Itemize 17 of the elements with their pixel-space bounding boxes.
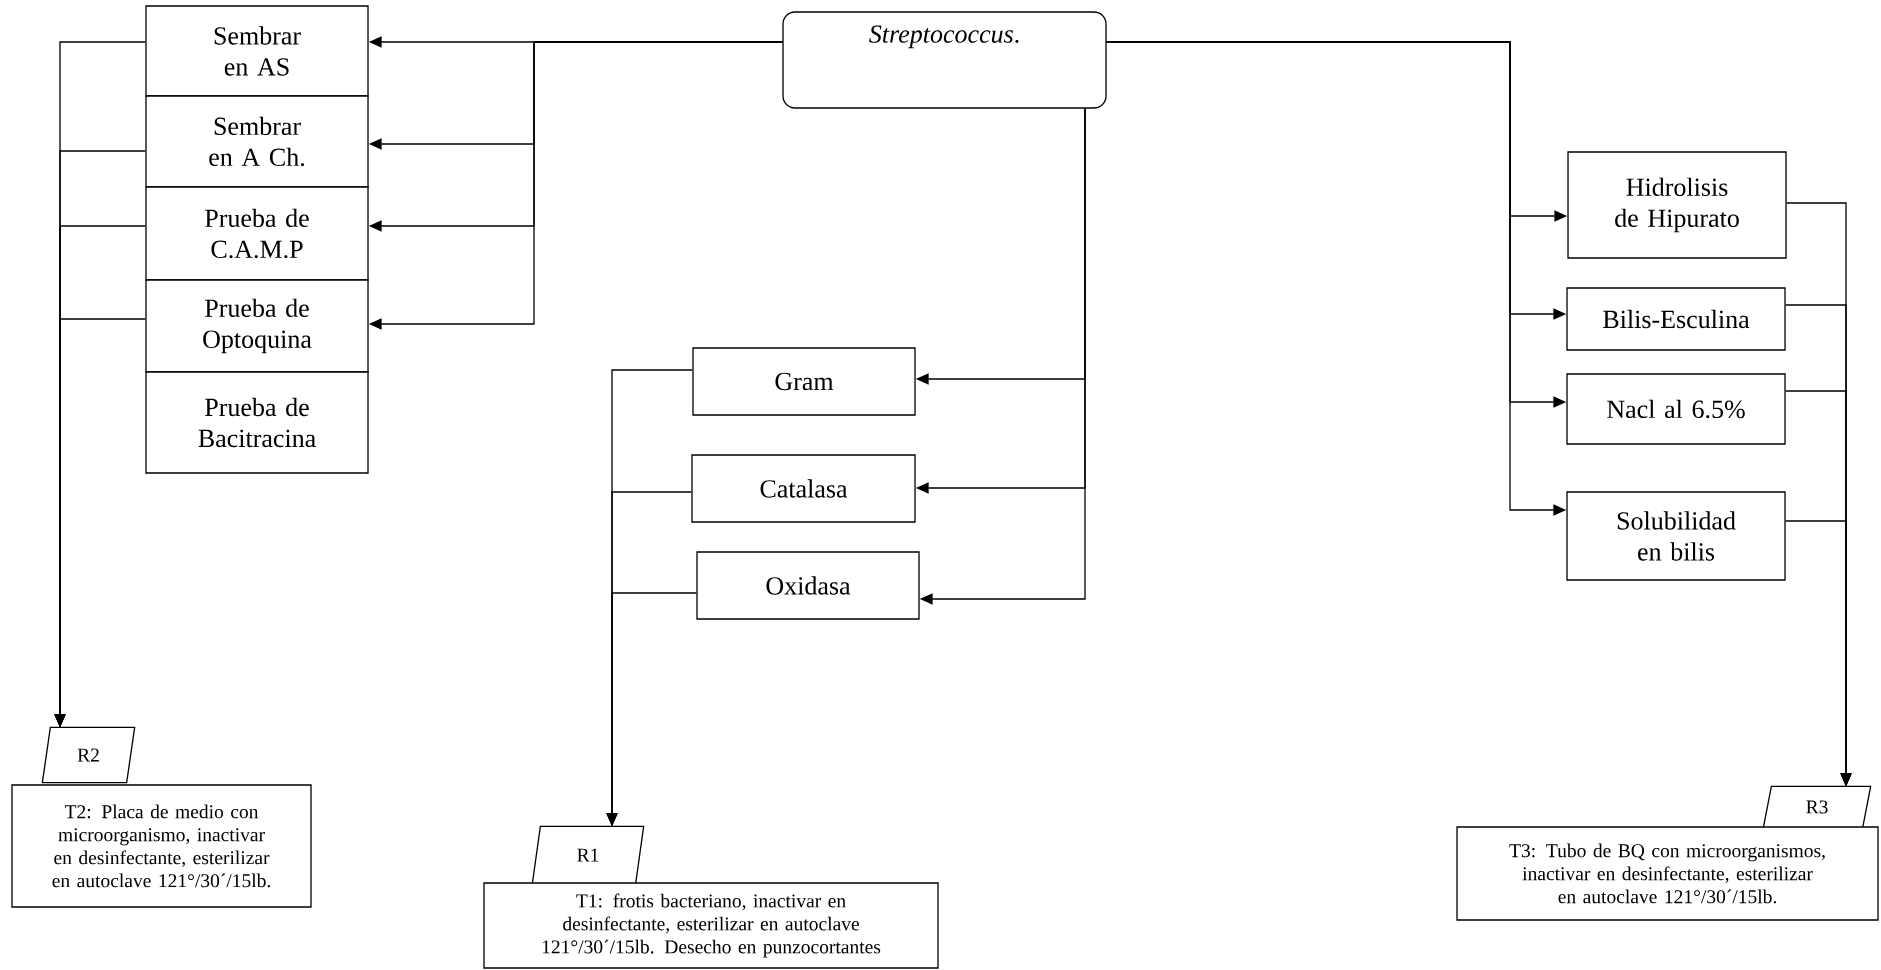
process-box: Prueba de Optoquina [145,279,369,373]
note-box: T2: Placa de medio con microorganismo, inactivar en desinfectante, esterilizar en autoclave 121°/30´/15lb. [11,784,312,908]
note-box: T1: frotis bacteriano, inactivar en desinfectante, esterilizar en autoclave 121°/30´/15lb. Desecho en punzocortantes [483,882,939,969]
process-box: Gram [692,347,916,416]
note-box: T3: Tubo de BQ con microorganismos, inactivar en desinfectante, esterilizar en autoclave 121°/30´/15lb. [1456,826,1879,921]
process-box: Prueba de Bacitracina [145,371,369,474]
process-box: Sembrar en A Ch. [145,95,369,188]
process-box: Catalasa [691,454,916,523]
process-box: Prueba de C.A.M.P [145,186,369,281]
parallelogram-box: R2 [41,726,136,784]
process-box: Sembrar en AS [145,5,369,97]
process-box: Bilis-Esculina [1566,287,1786,351]
start-box: Streptococcus. [782,11,1107,109]
process-box: Nacl al 6.5% [1566,373,1786,445]
process-box: Solubilidad en bilis [1566,491,1786,581]
process-box: Oxidasa [696,551,920,620]
process-box: Hidrolisis de Hipurato [1567,151,1787,259]
